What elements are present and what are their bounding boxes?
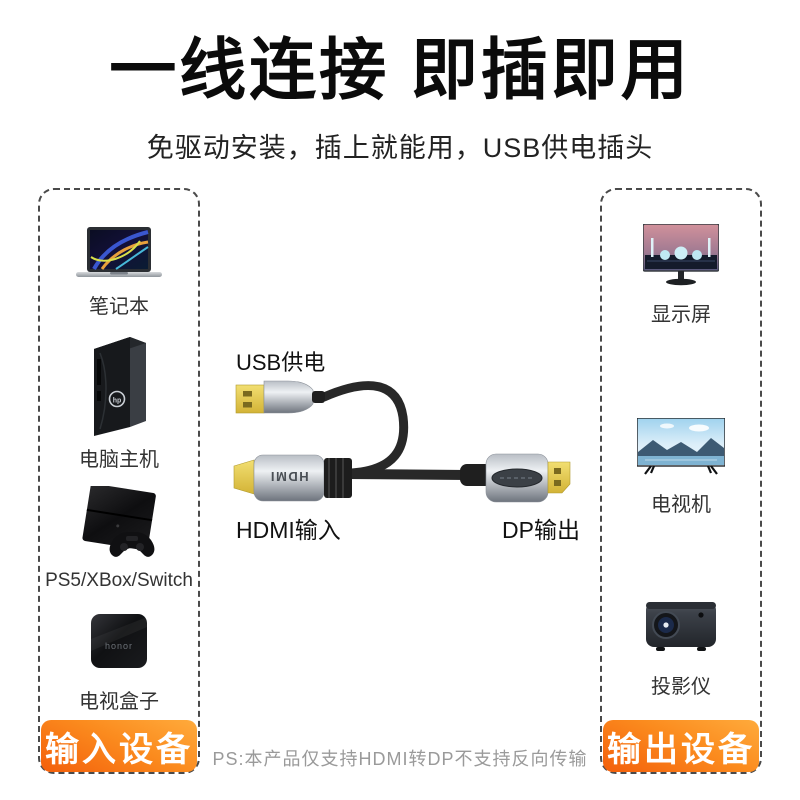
device-label-laptop: 笔记本 — [89, 296, 149, 318]
adapter-cable-image: HDMI — [233, 380, 571, 503]
disclaimer-note: PS:本产品仅支持HDMI转DP不支持反向传输 — [212, 749, 588, 769]
device-label-tv: 电视机 — [651, 494, 711, 516]
dp-output-label: DP输出 — [502, 517, 580, 543]
desktop-tower-icon: hp — [82, 333, 156, 442]
input-devices-panel: 笔记本 hp 电脑主机 — [38, 188, 200, 774]
svg-text:hp: hp — [113, 398, 122, 405]
device-label-monitor: 显示屏 — [651, 304, 711, 326]
monitor-icon — [642, 223, 720, 295]
device-label-console: PS5/XBox/Switch — [45, 570, 193, 591]
usb-power-label: USB供电 — [236, 350, 326, 375]
device-label-tvbox: 电视盒子 — [79, 691, 159, 713]
page-subtitle: 免驱动安装，插上就能用，USB供电插头 — [146, 133, 654, 163]
tv-icon — [636, 417, 726, 481]
svg-text:honor: honor — [105, 641, 133, 651]
cable-illustration: USB供电 HDMI — [228, 345, 588, 545]
output-devices-badge: 输出设备 — [603, 720, 759, 772]
svg-text:HDMI: HDMI — [269, 469, 308, 484]
laptop-icon — [76, 227, 162, 290]
output-devices-panel: 显示屏 电视机 — [600, 188, 762, 774]
hdmi-input-label: HDMI输入 — [236, 517, 341, 543]
page-title: 一线连接 即插即用 — [109, 33, 691, 108]
device-label-desktop: 电脑主机 — [79, 449, 159, 471]
device-label-projector: 投影仪 — [651, 676, 711, 698]
projector-icon — [644, 598, 718, 661]
input-devices-badge: 输入设备 — [41, 720, 197, 772]
game-console-icon — [71, 483, 167, 567]
tv-box-icon: honor — [90, 613, 148, 676]
